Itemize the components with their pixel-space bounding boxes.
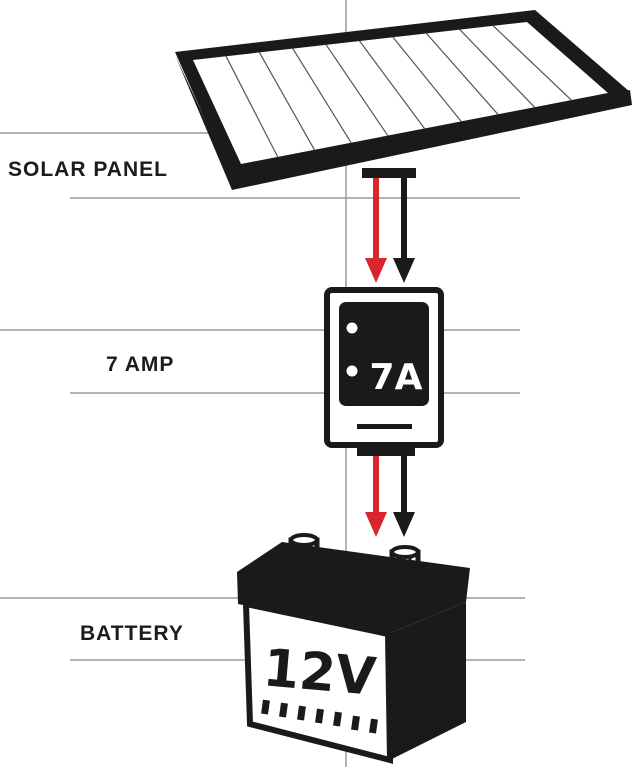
positive-arrow-icon <box>365 258 387 283</box>
controller-label: 7 AMP <box>106 353 174 376</box>
battery-label: BATTERY <box>80 622 184 645</box>
charge-controller: 7A <box>324 287 444 448</box>
solar-panel-label: SOLAR PANEL <box>8 158 168 181</box>
battery: 12V <box>237 533 470 764</box>
indicator-light-icon <box>346 365 358 377</box>
controller-screen <box>339 302 429 406</box>
solar-cells <box>193 22 608 164</box>
solar-panel <box>175 10 632 190</box>
controller-slot <box>357 424 412 429</box>
positive-arrow-icon <box>365 512 387 537</box>
wires-panel-to-controller <box>365 168 415 283</box>
indicator-light-icon <box>346 322 358 334</box>
battery-side <box>388 602 466 760</box>
wires-controller-to-battery <box>357 443 415 537</box>
battery-lid <box>237 542 470 634</box>
negative-arrow-icon <box>393 258 415 283</box>
battery-voltage: 12V <box>261 638 378 708</box>
controller-display: 7A <box>370 357 423 398</box>
negative-arrow-icon <box>393 512 415 537</box>
battery-vents <box>261 699 378 734</box>
